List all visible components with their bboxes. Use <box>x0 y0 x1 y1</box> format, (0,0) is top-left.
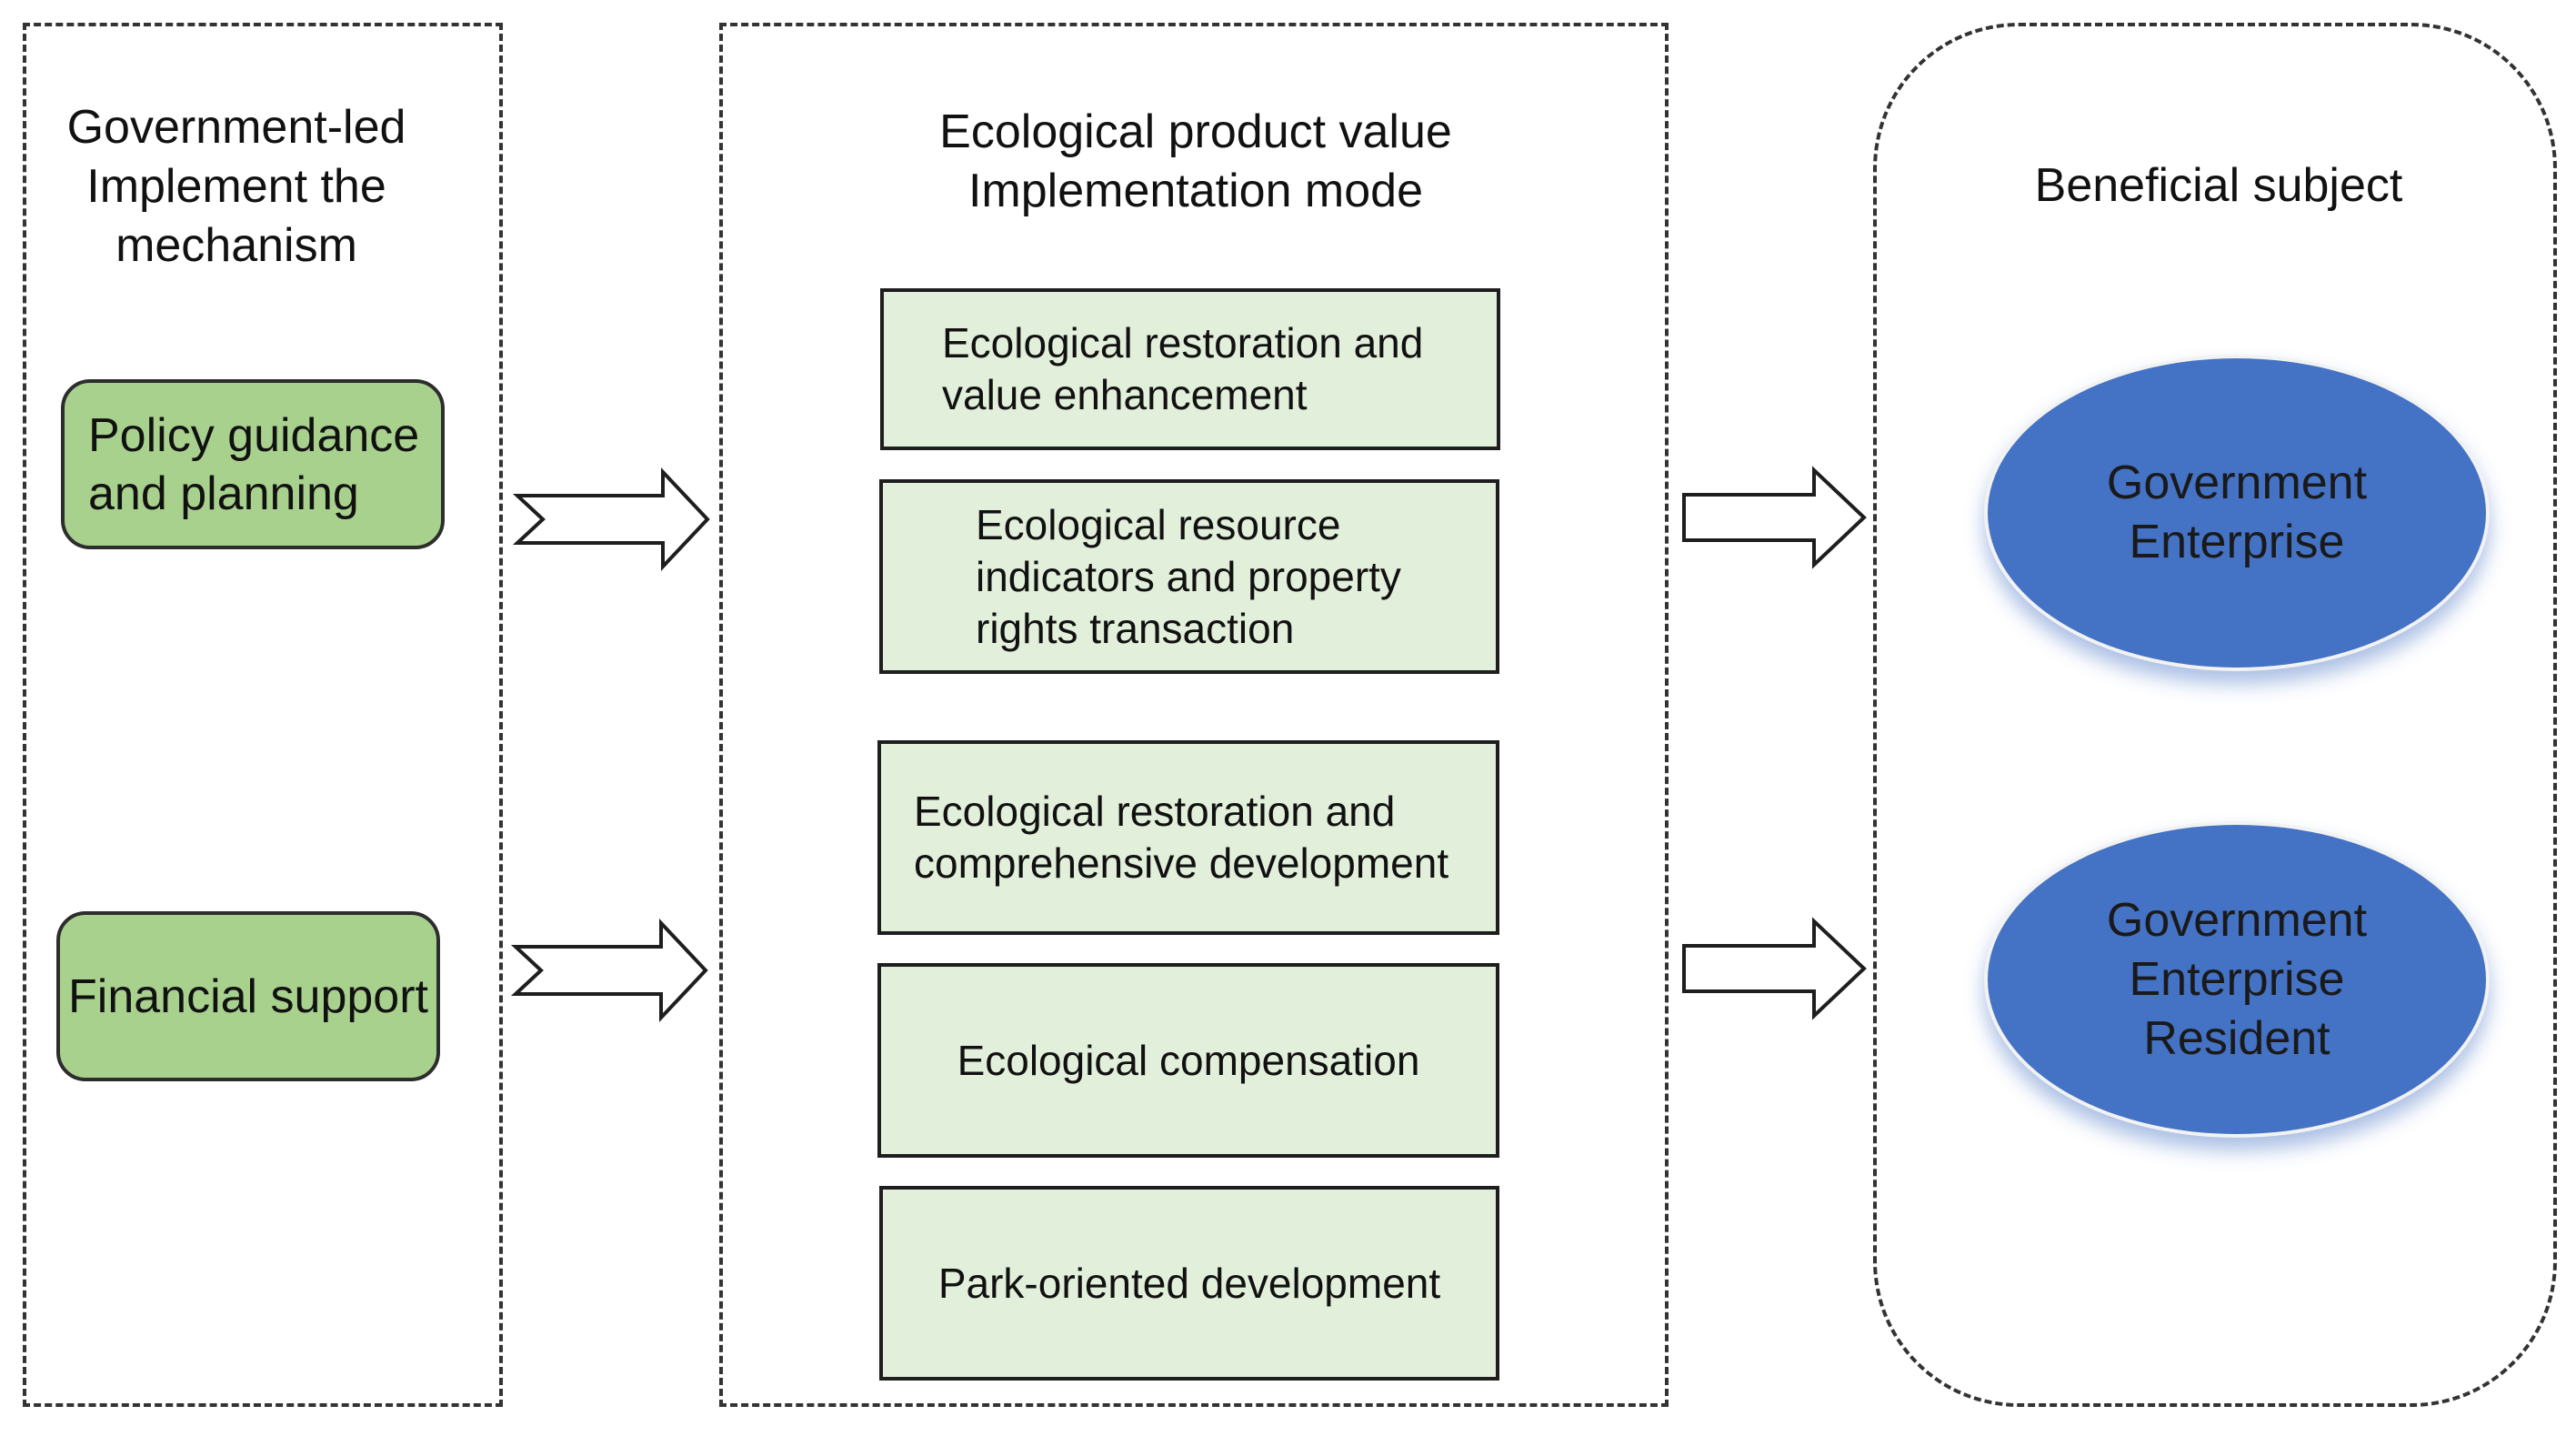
implementation-mode-heading: Ecological product value Implementation … <box>939 105 1452 217</box>
financial-support-box: Financial support <box>56 911 440 1081</box>
policy-guidance-box: Policy guidance and planning <box>61 379 445 549</box>
beneficial-subject-panel <box>1873 23 2557 1407</box>
arrow-right-icon <box>512 467 710 572</box>
mode-box-park-oriented: Park-oriented development <box>879 1186 1499 1381</box>
mechanism-panel <box>23 23 503 1407</box>
arrow-right-icon <box>1682 466 1867 569</box>
subject-ellipse-government-enterprise: Government Enterprise <box>1984 355 2490 671</box>
mode-box-restoration-development: Ecological restoration and comprehensive… <box>877 740 1499 935</box>
mechanism-heading: Government-led Implement the mechanism <box>66 101 406 272</box>
implementation-mode-panel <box>719 23 1669 1407</box>
mode-box-resource-indicators: Ecological resource indicators and prope… <box>879 479 1499 674</box>
mode-box-ecological-compensation: Ecological compensation <box>877 963 1499 1158</box>
arrow-right-icon <box>1682 917 1867 1020</box>
mode-box-restoration-value: Ecological restoration and value enhance… <box>880 288 1500 450</box>
subject-ellipse-government-enterprise-resident: Government Enterprise Resident <box>1984 821 2490 1138</box>
arrow-right-icon <box>510 918 708 1023</box>
beneficial-subject-heading: Beneficial subject <box>2034 159 2403 212</box>
